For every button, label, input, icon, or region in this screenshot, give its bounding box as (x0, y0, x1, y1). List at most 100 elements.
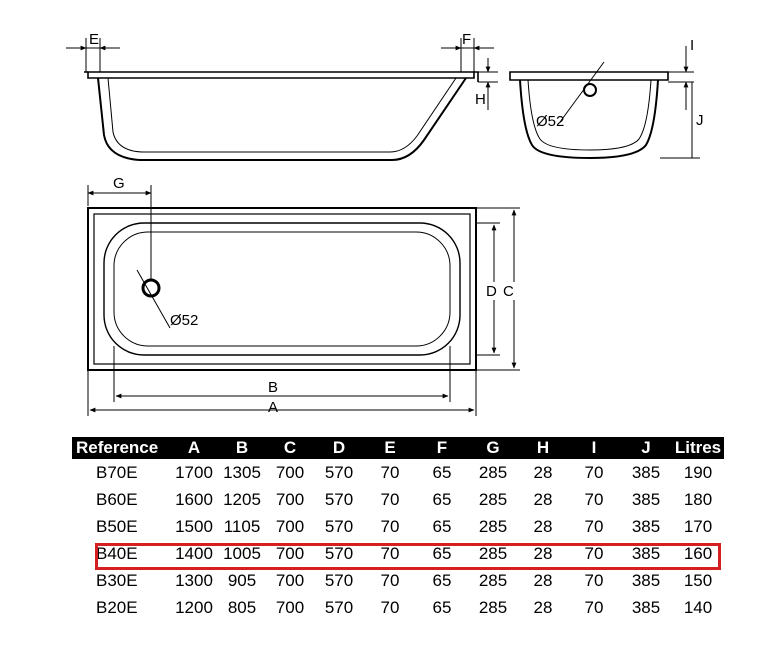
value-cell: 28 (533, 462, 553, 482)
value-cell: 70 (380, 516, 400, 536)
value-cell: 285 (478, 597, 508, 617)
column-header: B (218, 437, 266, 459)
value-cell: 1105 (223, 516, 261, 536)
value-cell: 70 (380, 462, 400, 482)
column-header: C (266, 437, 314, 459)
value-cell: 28 (533, 489, 553, 509)
highlight-box (95, 543, 721, 570)
column-header: J (620, 437, 672, 459)
column-header: F (416, 437, 468, 459)
value-cell: 1005 (223, 543, 261, 563)
value-cell: 70 (380, 597, 400, 617)
value-cell: 70 (584, 597, 604, 617)
value-cell: 385 (631, 489, 661, 509)
value-cell: 385 (631, 570, 661, 590)
reference-cell: B20E (96, 597, 138, 617)
value-cell: 170 (683, 516, 713, 536)
value-cell: 570 (324, 516, 354, 536)
value-cell: 285 (478, 543, 508, 563)
end-view-body (519, 79, 659, 160)
end-view-drain-icon (583, 83, 597, 97)
value-cell: 1300 (175, 570, 213, 590)
value-cell: 65 (432, 570, 452, 590)
reference-cell: B60E (96, 489, 138, 509)
value-cell: 570 (324, 462, 354, 482)
value-cell: 150 (683, 570, 713, 590)
value-cell: 905 (227, 570, 257, 590)
side-view-rim (87, 71, 475, 79)
column-header: Litres (672, 437, 724, 459)
value-cell: 285 (478, 516, 508, 536)
dim-label-f: F (462, 31, 471, 48)
dim-label-j: J (696, 112, 704, 129)
dim-label-h: H (475, 91, 486, 108)
end-view-drain-label: Ø52 (536, 113, 564, 130)
value-cell: 700 (275, 570, 305, 590)
value-cell: 28 (533, 570, 553, 590)
value-cell: 385 (631, 543, 661, 563)
value-cell: 385 (631, 597, 661, 617)
end-view (509, 46, 700, 160)
value-cell: 285 (478, 570, 508, 590)
value-cell: 570 (324, 543, 354, 563)
value-cell: 70 (380, 543, 400, 563)
value-cell: 140 (683, 597, 713, 617)
column-header: G (468, 437, 518, 459)
value-cell: 190 (683, 462, 713, 482)
reference-cell: B70E (96, 462, 138, 482)
value-cell: 28 (533, 543, 553, 563)
value-cell: 570 (324, 570, 354, 590)
value-cell: 180 (683, 489, 713, 509)
value-cell: 1600 (175, 489, 213, 509)
value-cell: 700 (275, 462, 305, 482)
value-cell: 700 (275, 516, 305, 536)
value-cell: 28 (533, 516, 553, 536)
value-cell: 160 (683, 543, 713, 563)
value-cell: 1205 (223, 489, 261, 509)
plan-view-outer-rim (87, 207, 477, 371)
value-cell: 70 (380, 570, 400, 590)
value-cell: 285 (478, 462, 508, 482)
value-cell: 70 (584, 516, 604, 536)
value-cell: 70 (584, 570, 604, 590)
plan-view-drain-label: Ø52 (170, 312, 198, 329)
column-header: D (314, 437, 364, 459)
column-header: E (364, 437, 416, 459)
dim-label-g: G (113, 175, 125, 192)
value-cell: 28 (533, 597, 553, 617)
value-cell: 70 (584, 489, 604, 509)
reference-cell: B50E (96, 516, 138, 536)
reference-cell: B40E (96, 543, 138, 563)
value-cell: 1200 (175, 597, 213, 617)
value-cell: 65 (432, 462, 452, 482)
side-view (66, 38, 498, 161)
value-cell: 700 (275, 543, 305, 563)
plan-view (87, 185, 520, 416)
dim-label-a: A (268, 399, 278, 416)
value-cell: 700 (275, 597, 305, 617)
value-cell: 285 (478, 489, 508, 509)
value-cell: 70 (584, 543, 604, 563)
value-cell: 70 (380, 489, 400, 509)
value-cell: 1700 (175, 462, 213, 482)
end-view-rim (509, 71, 669, 81)
value-cell: 65 (432, 489, 452, 509)
column-header: H (518, 437, 568, 459)
value-cell: 65 (432, 516, 452, 536)
dim-label-i: I (690, 37, 694, 54)
dim-label-c: C (503, 283, 514, 300)
value-cell: 1305 (223, 462, 261, 482)
value-cell: 570 (324, 597, 354, 617)
dim-label-e: E (89, 31, 99, 48)
dim-label-b: B (268, 379, 278, 396)
column-header: Reference (72, 437, 170, 459)
